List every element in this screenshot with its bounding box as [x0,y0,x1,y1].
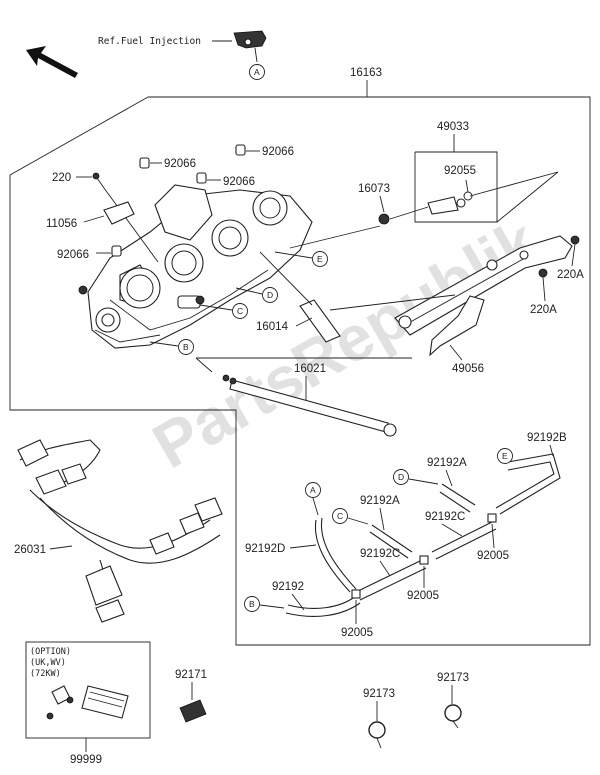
part-label-16021[interactable]: 16021 [294,363,326,375]
part-label-16014[interactable]: 16014 [256,321,289,333]
callout-b-throttle[interactable]: B [149,339,194,355]
part-label-92005-3[interactable]: 92005 [341,627,373,639]
screw-220a-icon [570,235,580,245]
injector-49033-icon [427,191,473,215]
cap-92066-icons [111,144,246,257]
callout-c-throttle[interactable]: C [199,303,248,319]
bracket-11056-icon [103,201,135,225]
part-label-92192c-1[interactable]: 92192C [425,511,465,523]
svg-text:D: D [267,290,273,300]
clip-92173-icon-1 [368,721,386,749]
option-kit-parts-icon [46,685,129,720]
callout-a-ref[interactable]: A [249,64,265,80]
wiring-harness-26031 [17,439,223,623]
clamp-92171-icon [179,699,207,723]
option-kit-frame [25,641,151,739]
part-label-92192c-2[interactable]: 92192C [360,548,400,560]
part-label-92192b[interactable]: 92192B [527,432,567,444]
part-label-92173-1[interactable]: 92173 [363,688,395,700]
part-label-92066-c[interactable]: 92066 [223,176,255,188]
part-label-92055[interactable]: 92055 [444,165,476,177]
callout-d-throttle[interactable]: D [235,287,278,303]
part-label-26031[interactable]: 26031 [14,544,46,556]
part-label-92066-d[interactable]: 92066 [57,249,89,261]
svg-text:B: B [183,342,189,352]
part-label-92005-1[interactable]: 92005 [477,550,509,562]
option-note-line-1: (OPTION) [30,647,71,657]
part-label-92005-2[interactable]: 92005 [407,590,439,602]
clip-92173-icon-2 [444,704,462,729]
callout-a-hose[interactable]: A [305,482,321,516]
direction-arrow-icon [26,46,78,78]
part-label-220[interactable]: 220 [52,172,71,184]
svg-text:A: A [254,67,260,77]
washer-16073-icon [378,213,390,225]
callout-c-hose[interactable]: C [332,508,369,525]
part-label-92171[interactable]: 92171 [175,669,207,681]
svg-text:A: A [310,485,316,495]
part-label-92192d[interactable]: 92192D [245,543,285,555]
main-assembly-frame [148,96,591,545]
callout-e-throttle[interactable]: E [274,251,328,267]
ref-fuel-injection-label[interactable]: Ref.Fuel Injection [98,36,201,47]
part-label-92066-b[interactable]: 92066 [262,146,294,158]
throttle-body-assembly [78,184,313,349]
part-label-92192a-2[interactable]: 92192A [360,495,400,507]
part-label-16073[interactable]: 16073 [358,183,390,195]
svg-text:E: E [317,254,323,264]
shaft-16021-icon [222,374,397,437]
part-label-49056[interactable]: 49056 [452,363,484,375]
part-label-99999[interactable]: 99999 [70,754,102,766]
part-label-220a-1[interactable]: 220A [557,269,584,281]
part-label-49033[interactable]: 49033 [437,121,469,133]
callout-d-hose[interactable]: D [393,469,439,485]
option-note-line-2: (UK,WV) [30,658,66,668]
hose-set [285,453,561,617]
callout-b-hose[interactable]: B [244,596,285,612]
svg-text:D: D [398,472,404,482]
svg-text:C: C [337,511,343,521]
part-label-16163[interactable]: 16163 [350,67,382,79]
svg-text:C: C [237,306,243,316]
svg-text:B: B [249,599,255,609]
screw-220a-icon-2 [538,268,548,278]
part-label-92066-a[interactable]: 92066 [164,158,196,170]
fuel-injector-connector-icon [233,30,267,63]
part-label-92192[interactable]: 92192 [272,581,304,593]
part-label-220a-2[interactable]: 220A [530,304,557,316]
svg-text:E: E [502,451,508,461]
callout-e-hose[interactable]: E [497,448,513,464]
fuel-rail-assembly [394,235,573,357]
option-note-line-3: (72KW) [30,669,61,679]
part-label-11056[interactable]: 11056 [46,218,77,230]
part-label-92192a-1[interactable]: 92192A [427,457,467,469]
screw-220-icon [92,172,105,189]
part-label-92173-2[interactable]: 92173 [437,672,469,684]
